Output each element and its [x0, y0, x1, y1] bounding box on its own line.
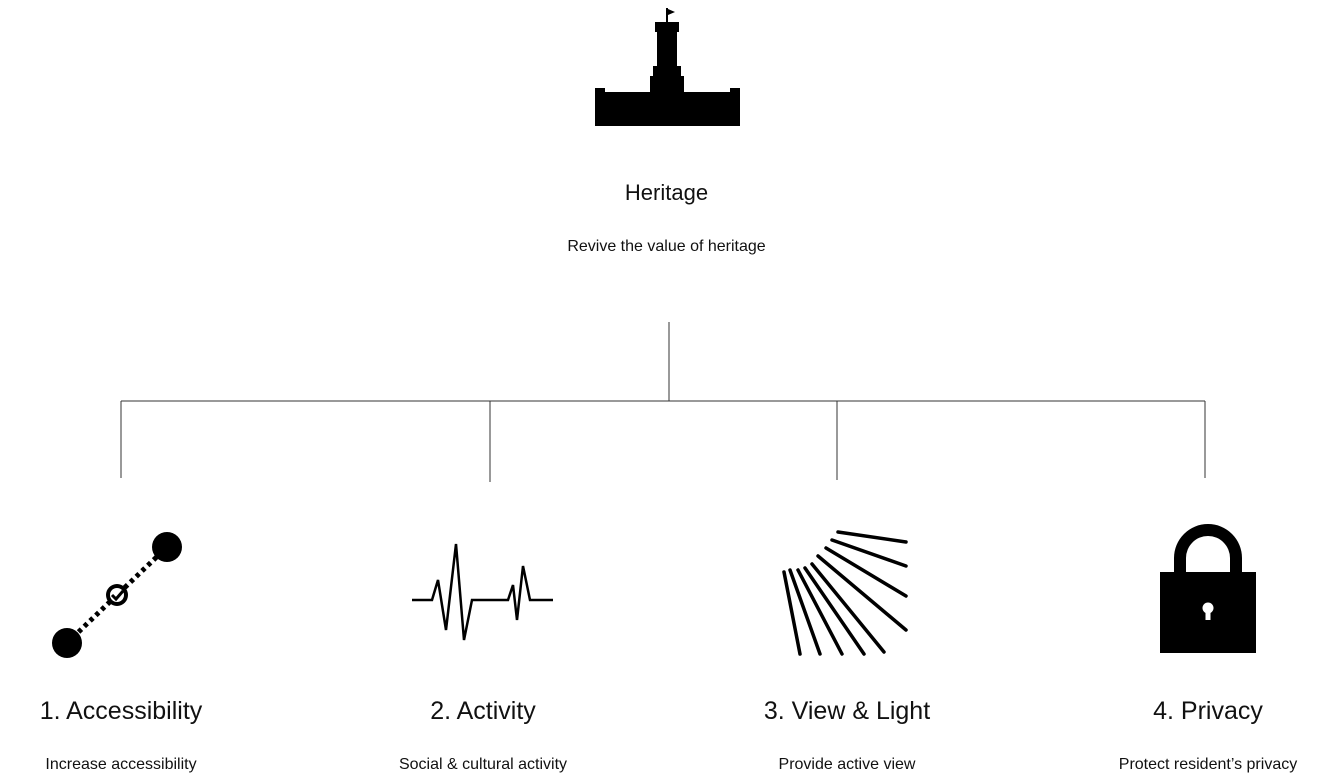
branch-title-accessibility: 1. Accessibility	[39, 697, 203, 725]
light-rays-icon	[782, 530, 908, 656]
padlock-icon	[1160, 524, 1256, 653]
branch-subtitle-accessibility: Increase accessibility	[45, 756, 197, 773]
branch-title-privacy: 4. Privacy	[1153, 697, 1263, 725]
branch-title-view-light: 3. View & Light	[763, 697, 931, 725]
branch-subtitle-privacy: Protect resident’s privacy	[1118, 756, 1298, 773]
branch-subtitle-activity: Social & cultural activity	[398, 756, 568, 773]
root-subtitle: Revive the value of heritage	[567, 238, 766, 255]
heritage-building-icon	[595, 8, 740, 126]
branch-title-activity: 2. Activity	[430, 697, 536, 725]
heartbeat-activity-icon	[412, 543, 553, 641]
accessibility-path-icon	[52, 532, 182, 658]
branch-subtitle-view-light: Provide active view	[778, 756, 916, 773]
root-title: Heritage	[624, 180, 709, 205]
